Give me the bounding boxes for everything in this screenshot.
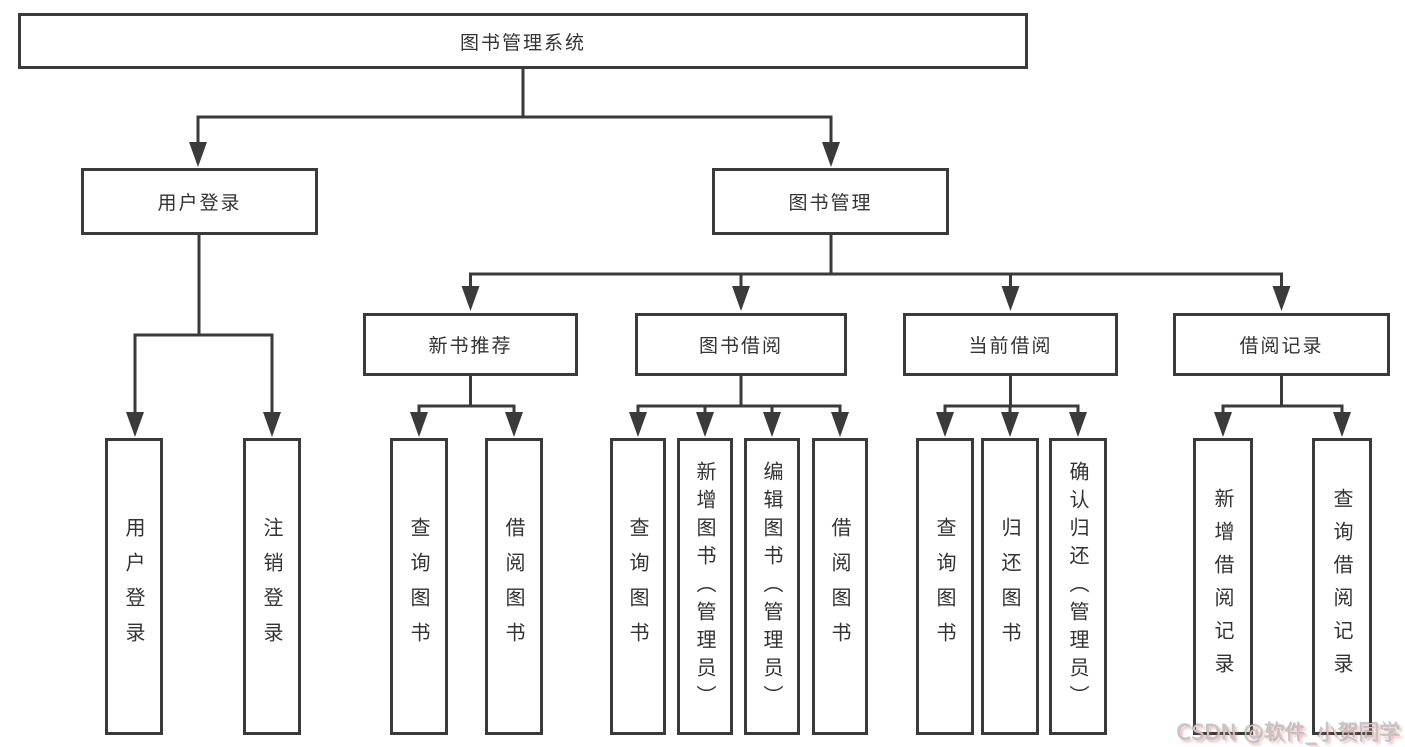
node-book-borrowing-label: 图书借阅 <box>698 335 783 357</box>
leaf-query-borrow-record-label: 查询借阅记录 <box>1330 487 1354 686</box>
node-root-label: 图书管理系统 <box>459 31 586 54</box>
leaf-query-books-borrowing-label: 查询图书 <box>626 516 650 657</box>
node-new-book-recommendation: 新书推荐 <box>363 313 578 376</box>
watermark: CSDN @软件_小贺同学 <box>1176 721 1401 745</box>
leaf-edit-books-admin-label: 编辑图书（管理员） <box>760 460 784 713</box>
node-user-login-label: 用户登录 <box>157 192 242 214</box>
node-root: 图书管理系统 <box>18 13 1028 69</box>
node-borrowing-records-label: 借阅记录 <box>1239 335 1324 357</box>
leaf-return-books: 归还图书 <box>981 438 1039 735</box>
node-user-login: 用户登录 <box>81 168 318 235</box>
leaf-edit-books-admin: 编辑图书（管理员） <box>744 438 800 735</box>
leaf-add-borrow-record: 新增借阅记录 <box>1193 438 1253 735</box>
leaf-user-login-label: 用户登录 <box>122 516 146 657</box>
leaf-query-books-borrowing: 查询图书 <box>610 438 666 735</box>
arrowheads <box>126 142 1351 437</box>
node-book-management-label: 图书管理 <box>788 192 873 214</box>
node-book-management: 图书管理 <box>712 168 949 235</box>
leaf-borrow-books-recommend-label: 借阅图书 <box>502 516 526 657</box>
leaf-confirm-return-admin-label: 确认归还（管理员） <box>1066 460 1090 713</box>
node-borrowing-records: 借阅记录 <box>1173 313 1390 376</box>
node-book-borrowing: 图书借阅 <box>635 313 847 376</box>
leaf-query-books-current: 查询图书 <box>916 438 974 735</box>
leaf-query-books-recommend: 查询图书 <box>390 438 448 735</box>
leaf-borrow-books-label: 借阅图书 <box>828 516 852 657</box>
leaf-add-books-admin-label: 新增图书（管理员） <box>693 460 717 713</box>
node-new-book-recommendation-label: 新书推荐 <box>428 335 513 357</box>
node-current-borrowing: 当前借阅 <box>903 313 1118 376</box>
node-current-borrowing-label: 当前借阅 <box>968 335 1053 357</box>
leaf-return-books-label: 归还图书 <box>998 516 1022 657</box>
leaf-user-login: 用户登录 <box>105 438 163 735</box>
leaf-logout: 注销登录 <box>243 438 301 735</box>
leaf-query-books-recommend-label: 查询图书 <box>407 516 431 657</box>
leaf-borrow-books: 借阅图书 <box>812 438 868 735</box>
leaf-confirm-return-admin: 确认归还（管理员） <box>1049 438 1107 735</box>
leaf-borrow-books-recommend: 借阅图书 <box>485 438 543 735</box>
leaf-add-books-admin: 新增图书（管理员） <box>677 438 733 735</box>
leaf-logout-label: 注销登录 <box>260 516 284 657</box>
leaf-query-books-current-label: 查询图书 <box>933 516 957 657</box>
leaf-add-borrow-record-label: 新增借阅记录 <box>1211 487 1235 686</box>
leaf-query-borrow-record: 查询借阅记录 <box>1312 438 1372 735</box>
